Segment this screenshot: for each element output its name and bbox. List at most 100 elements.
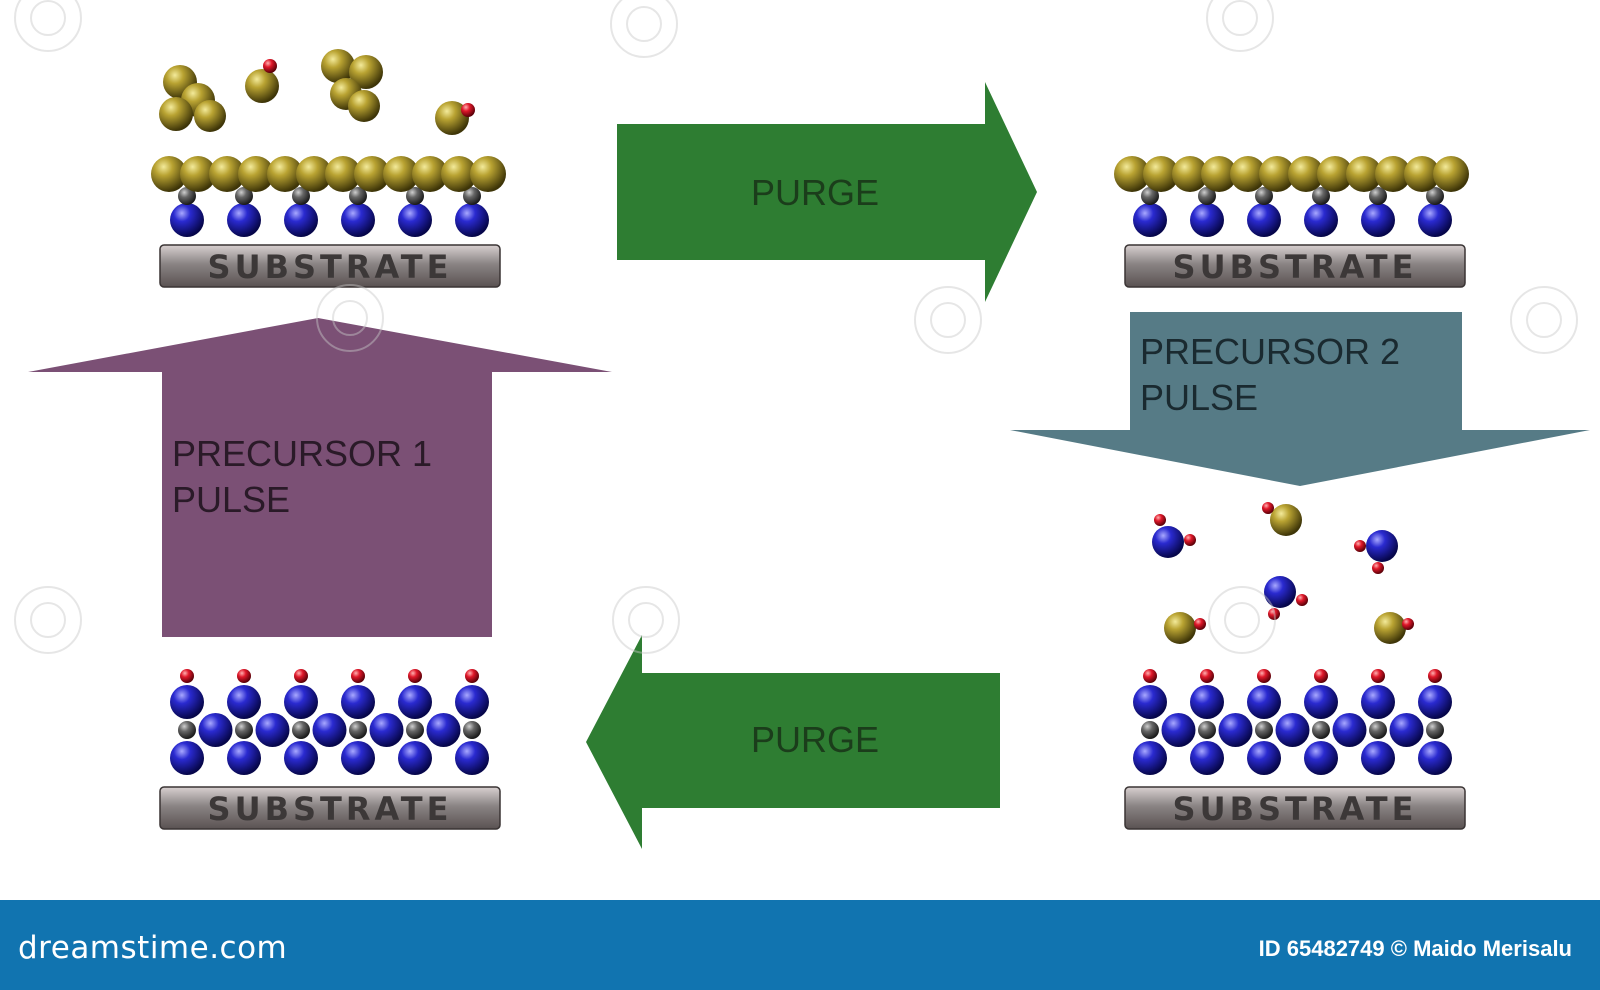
gray-atom (235, 721, 253, 739)
brand-wordmark[interactable]: dreamstime.com (18, 930, 288, 966)
watermark-logo (1510, 286, 1578, 354)
blue-atom (341, 741, 375, 775)
watermark-logo (14, 0, 82, 52)
blue-atom (198, 713, 233, 747)
red-atom (351, 669, 365, 683)
blue-atom (1361, 203, 1395, 237)
gold-atom (1143, 156, 1179, 192)
watermark-logo (914, 286, 982, 354)
gold-atom (435, 101, 469, 135)
gold-atom (412, 156, 448, 192)
blue-atom (284, 203, 318, 237)
gold-atom (159, 97, 193, 131)
gray-atom (349, 721, 367, 739)
watermark-logo (1208, 586, 1276, 654)
watermark-logo (14, 586, 82, 654)
gold-atom (348, 90, 380, 122)
blue-atom (1190, 741, 1224, 775)
red-atom (263, 59, 277, 73)
blue-atom (227, 741, 261, 775)
red-atom (294, 669, 308, 683)
blue-atom (1133, 685, 1167, 719)
red-atom (1194, 618, 1206, 630)
blue-atom (255, 713, 290, 747)
gray-atom (292, 721, 310, 739)
blue-atom (1304, 741, 1338, 775)
red-atom (1143, 669, 1157, 683)
blue-atom (227, 685, 261, 719)
gold-atom (245, 69, 279, 103)
gold-atom (1433, 156, 1469, 192)
blue-atom (1161, 713, 1196, 747)
substrate-top-left: SUBSTRATE (159, 244, 501, 288)
blue-atom (341, 203, 375, 237)
gold-atom (441, 156, 477, 192)
blue-atom (1190, 685, 1224, 719)
gray-atom (1141, 187, 1159, 205)
gold-atom (1259, 156, 1295, 192)
red-atom (1428, 669, 1442, 683)
blue-atom (1418, 685, 1452, 719)
blue-atom (341, 685, 375, 719)
precursor1-label-line1: PRECURSOR 1 (172, 433, 432, 474)
red-atom (1184, 534, 1196, 546)
gold-atom (1201, 156, 1237, 192)
blue-atom (284, 741, 318, 775)
red-atom (1314, 669, 1328, 683)
red-atom (1296, 594, 1308, 606)
blue-atom (1361, 741, 1395, 775)
watermark-logo (316, 284, 384, 352)
gold-atom (325, 156, 361, 192)
gray-atom (463, 187, 481, 205)
red-atom (1372, 562, 1384, 574)
precursor1-label-line2: PULSE (172, 479, 290, 520)
gold-atom (238, 156, 274, 192)
purge-arrow-bottom-shape (586, 635, 1000, 849)
gold-atom (1270, 504, 1302, 536)
gray-atom (1141, 721, 1159, 739)
substrate-bottom-right: SUBSTRATE (1124, 786, 1466, 830)
blue-atom (1190, 203, 1224, 237)
gold-atom (209, 156, 245, 192)
blue-atom (170, 685, 204, 719)
gold-atom (151, 156, 187, 192)
blue-atom (1264, 576, 1296, 608)
substrate-top-left-label: SUBSTRATE (208, 248, 453, 286)
gold-atom (180, 156, 216, 192)
blue-atom (170, 741, 204, 775)
blue-atom (1304, 685, 1338, 719)
blue-atom (1361, 685, 1395, 719)
blue-atom (284, 685, 318, 719)
gray-atom (349, 187, 367, 205)
gray-atom (1426, 721, 1444, 739)
blue-atom (227, 203, 261, 237)
red-atom (1154, 514, 1166, 526)
gold-atom (1317, 156, 1353, 192)
precursor2-label-line2: PULSE (1140, 377, 1258, 418)
substrate-bottom-right-label: SUBSTRATE (1173, 790, 1418, 828)
gray-atom (178, 721, 196, 739)
red-atom (461, 103, 475, 117)
red-atom (465, 669, 479, 683)
substrate-bottom-left: SUBSTRATE (159, 786, 501, 830)
precursor2-arrow-shape (1010, 312, 1590, 486)
gold-atom (1172, 156, 1208, 192)
red-atom (180, 669, 194, 683)
gray-atom (1426, 187, 1444, 205)
footer-bar: dreamstime.com ID 65482749 © Maido Meris… (0, 900, 1600, 990)
gray-atom (406, 187, 424, 205)
precursor2-arrow: PRECURSOR 2 PULSE (1010, 312, 1590, 486)
gray-atom (1369, 187, 1387, 205)
gold-atom (321, 49, 355, 83)
purge-arrow-top-shape (617, 82, 1037, 302)
gold-atom (1230, 156, 1266, 192)
purge-arrow-bottom: PURGE (586, 635, 1000, 849)
watermark-logo (1206, 0, 1274, 52)
gray-atom (463, 721, 481, 739)
blue-atom (1133, 741, 1167, 775)
blue-atom (312, 713, 347, 747)
watermark-logo (612, 586, 680, 654)
blue-atom (1247, 741, 1281, 775)
blue-atom (1152, 526, 1184, 558)
blue-atom (1133, 203, 1167, 237)
